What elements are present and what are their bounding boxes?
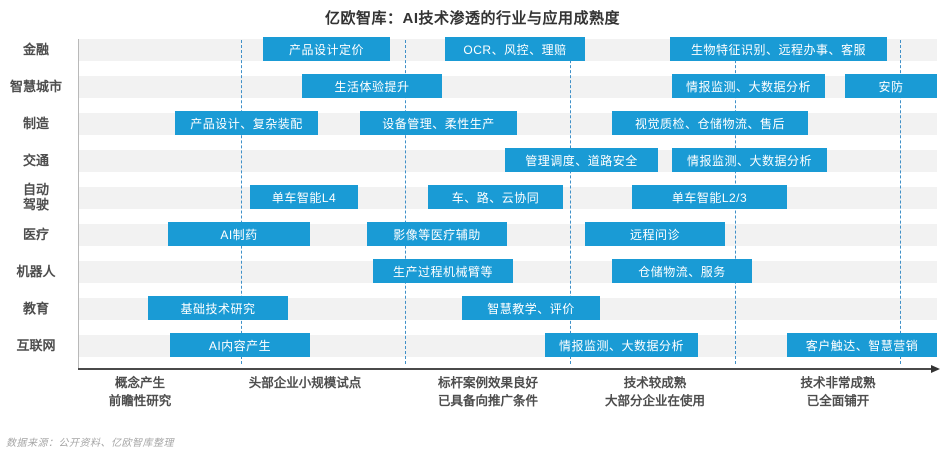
industry-label: 交通 [22,153,49,168]
stage-label: 头部企业小规模试点 [248,376,362,390]
application-box: 单车智能L4 [250,185,358,209]
application-box: 情报监测、大数据分析 [672,148,827,172]
stage-label: 技术非常成熟 已全面铺开 [800,376,876,408]
stage-gridline [900,40,901,364]
application-box: 生产过程机械臂等 [373,259,513,283]
application-box: AI内容产生 [170,333,310,357]
x-axis-arrow-icon [931,364,940,373]
stage-gridline [241,40,242,364]
industry-label: 金融 [22,42,49,57]
application-box: 管理调度、道路安全 [505,148,658,172]
stage-label: 概念产生 前瞻性研究 [108,376,172,408]
stage-gridline [570,40,571,364]
application-box: OCR、风控、理赔 [445,37,585,61]
stage-gridline [405,40,406,364]
application-box: 产品设计、复杂装配 [175,111,318,135]
x-axis-line [78,368,933,370]
industry-label: 自动 驾驶 [22,182,49,212]
application-box: 基础技术研究 [148,296,288,320]
application-box: 设备管理、柔性生产 [360,111,517,135]
application-box: 产品设计定价 [263,37,390,61]
industry-label: 教育 [22,301,49,316]
application-box: 生物特征识别、远程办事、客服 [670,37,887,61]
chart-title: 亿欧智库：AI技术渗透的行业与应用成熟度 [324,10,620,27]
application-box: 仓储物流、服务 [612,259,752,283]
application-box: 智慧教学、评价 [462,296,600,320]
stage-label: 标杆案例效果良好 已具备向推广条件 [437,376,538,408]
industry-label: 制造 [22,116,49,131]
application-box: 安防 [845,74,937,98]
application-box: 生活体验提升 [302,74,442,98]
application-box: 远程问诊 [585,222,725,246]
industry-label: 机器人 [16,264,56,279]
application-box: 情报监测、大数据分析 [672,74,825,98]
application-box: 车、路、云协同 [428,185,563,209]
industry-label: 智慧城市 [9,79,62,94]
application-box: 单车智能L2/3 [632,185,787,209]
data-source-note: 数据来源：公开资料、亿欧智库整理 [6,438,174,449]
application-box: 客户触达、智慧营销 [787,333,937,357]
industry-label: 互联网 [16,338,56,353]
application-box: 影像等医疗辅助 [367,222,507,246]
application-box: 视觉质检、仓储物流、售后 [612,111,808,135]
y-axis-line [78,39,79,368]
application-box: 情报监测、大数据分析 [545,333,698,357]
application-box: AI制药 [168,222,310,246]
industry-label: 医疗 [22,227,49,242]
stage-label: 技术较成熟 大部分企业在使用 [604,376,705,408]
